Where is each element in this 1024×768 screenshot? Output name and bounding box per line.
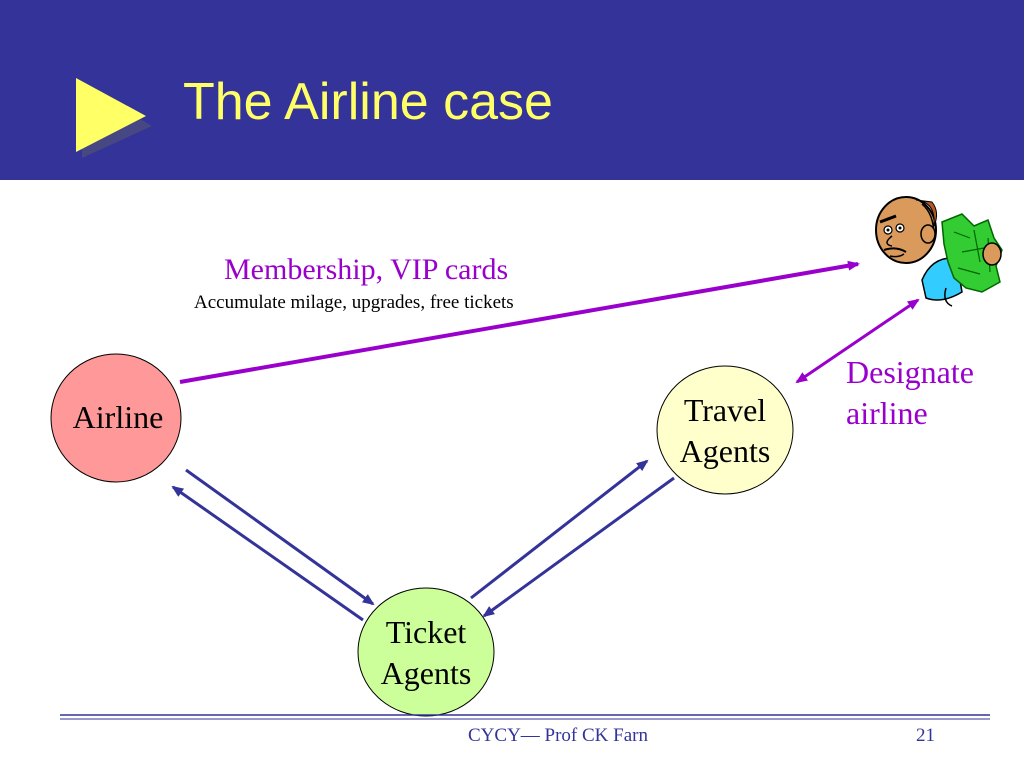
airline-node — [50, 353, 182, 483]
membership-arrow — [179, 260, 860, 384]
person-with-money-icon — [875, 196, 1003, 307]
travel-to-ticket-arrow — [482, 476, 675, 618]
title-bar: The Airline case — [0, 0, 1024, 180]
designate-label: Designate airline — [846, 354, 974, 431]
travel-agents-label: Travel Agents — [679, 392, 771, 469]
play-triangle-icon — [76, 78, 152, 158]
airline-to-ticket-arrow — [185, 468, 375, 606]
footer-text: CYCY— Prof CK Farn — [468, 725, 648, 746]
ticket-agents-node — [357, 587, 495, 717]
membership-subtitle: Accumulate milage, upgrades, free ticket… — [194, 292, 514, 313]
membership-title: Membership, VIP cards — [224, 253, 509, 286]
ticket-agents-label: Ticket Agents — [380, 614, 472, 691]
designate-arrow — [795, 298, 920, 384]
travel-agents-node — [656, 365, 794, 495]
slide-title: The Airline case — [183, 73, 553, 131]
ticket-to-travel-arrow — [470, 459, 649, 600]
page-number: 21 — [916, 725, 935, 746]
ticket-to-airline-arrow — [171, 485, 364, 622]
airline-label: Airline — [72, 399, 164, 435]
